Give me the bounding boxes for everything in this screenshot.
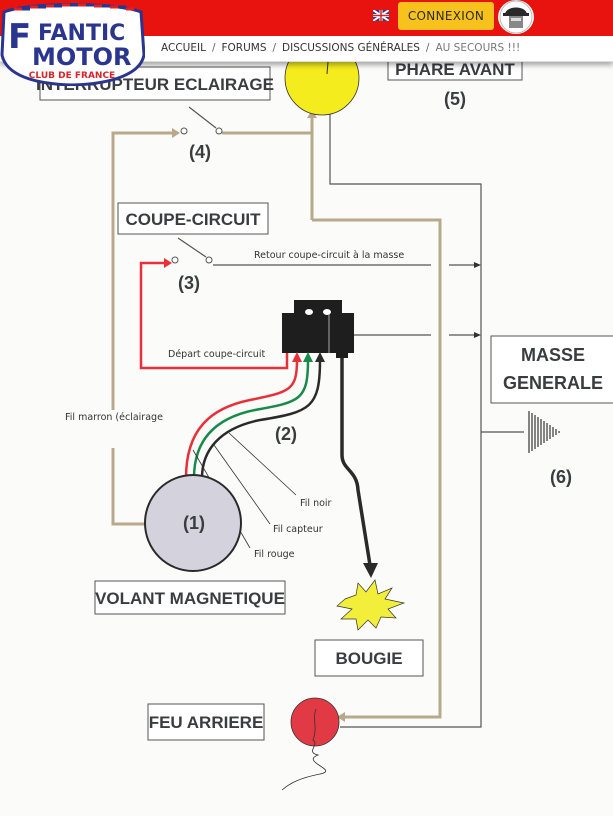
svg-text:COUPE-CIRCUIT: COUPE-CIRCUIT (125, 210, 261, 229)
label-fil-rouge: Fil rouge (254, 549, 295, 560)
logo-text-motor: MOTOR (32, 43, 132, 71)
fantic-motor-logo[interactable]: F FANTIC MOTOR CLUB DE FRANCE (0, 0, 145, 86)
harness-wires (184, 359, 322, 479)
arrow-to-spark (363, 563, 378, 578)
flywheel-magneto (144, 474, 242, 572)
number-1: (1) (183, 513, 205, 533)
arrow-black-wire (315, 352, 325, 362)
svg-text:PHARE AVANT: PHARE AVANT (395, 60, 515, 79)
cdi-module (282, 300, 354, 358)
box-feu-arriere: FEU ARRIERE (147, 703, 265, 741)
arrow-to-taillight (337, 712, 345, 722)
svg-text:FEU ARRIERE: FEU ARRIERE (149, 713, 264, 732)
breadcrumb-discussions[interactable]: DISCUSSIONS GÉNÉRALES (282, 42, 420, 54)
login-button[interactable]: CONNEXION (398, 2, 494, 30)
spark-icon (336, 579, 406, 631)
svg-text:BOUGIE: BOUGIE (335, 649, 402, 668)
breadcrumb-separator: / (425, 42, 430, 54)
box-coupe-circuit: COUPE-CIRCUIT (117, 202, 269, 235)
label-retour-masse: Retour coupe-circuit à la masse (254, 250, 404, 261)
breadcrumb: ACCUEIL / FORUMS / DISCUSSIONS GÉNÉRALES / AU … (161, 42, 520, 54)
kill-switch-3 (171, 237, 213, 264)
box-volant-magnetique: VOLANT MAGNETIQUE (94, 580, 286, 615)
box-masse-generale: MASSE GENERALE (490, 335, 613, 404)
arrow-to-switch-3 (164, 258, 172, 268)
brown-lighting-wire (111, 118, 442, 719)
breadcrumb-current: AU SECOURS !!! (435, 42, 521, 54)
label-depart: Départ coupe-circuit (168, 349, 265, 360)
ground-arrow-1 (474, 262, 481, 268)
breadcrumb-forums[interactable]: FORUMS (221, 42, 267, 54)
logo-tagline: CLUB DE FRANCE (29, 71, 115, 81)
svg-text:MASSE: MASSE (521, 345, 585, 365)
label-fil-marron: Fil marron (éclairage (65, 412, 163, 423)
arrow-to-switch-4 (172, 128, 180, 138)
ground-symbol (528, 411, 560, 453)
breadcrumb-separator: / (211, 42, 216, 54)
logo-text-fantic: FANTIC (38, 21, 125, 46)
logo-letter-f: F (8, 17, 31, 57)
ground-arrow-2 (474, 332, 481, 338)
number-4: (4) (189, 142, 211, 162)
number-3: (3) (178, 273, 200, 293)
user-avatar-icon[interactable] (498, 0, 534, 34)
arrow-red-wire (292, 352, 302, 362)
arrow-green-wire (303, 352, 313, 362)
ground-wires (213, 110, 524, 728)
label-fil-noir: Fil noir (300, 498, 332, 509)
red-kill-wire (139, 261, 289, 370)
uk-flag-icon[interactable] (373, 10, 389, 21)
label-fil-capteur: Fil capteur (273, 524, 323, 535)
number-6: (6) (550, 467, 572, 487)
svg-text:VOLANT MAGNETIQUE: VOLANT MAGNETIQUE (95, 589, 285, 608)
breadcrumb-home[interactable]: ACCUEIL (161, 42, 206, 54)
breadcrumb-separator: / (272, 42, 277, 54)
lighting-switch-4 (180, 106, 223, 135)
high-tension-lead (340, 358, 372, 566)
box-bougie: BOUGIE (314, 639, 424, 677)
number-2: (2) (275, 424, 297, 444)
svg-text:GENERALE: GENERALE (503, 373, 603, 393)
number-5: (5) (444, 89, 466, 109)
